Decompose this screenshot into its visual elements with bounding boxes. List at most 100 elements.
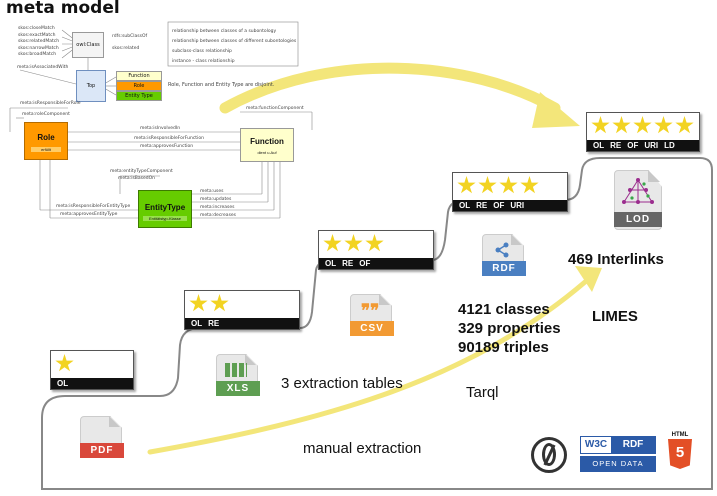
badge-four-uri: URI [510,201,525,210]
limes-label: LIMES [592,308,638,325]
top-item-function: Function [116,71,162,81]
badge-five-re: RE [610,141,622,150]
edge-label-approves-function: meta:approvesFunction [140,144,194,149]
star-icon [654,116,673,134]
badge-three-of: OF [359,259,371,268]
badge-one-star: OL [50,350,134,390]
legend-item-1: relationship between classes of a subont… [172,29,277,34]
skos-exact-label: skos:exactMatch [18,32,56,38]
lod-icon: LOD [614,170,662,234]
edge-label-approves-entity: meta:approvesEntityType [60,212,118,217]
legend-item-2: relationship between classes of differen… [172,39,297,44]
badge-two-stars [189,294,231,318]
entity-type-sub: Entitätstyp-Klasse [143,216,187,221]
pdf-icon: PDF [80,416,126,466]
triples-count: 90189 triples [458,339,549,356]
edge-label-resp-function: meta:isResponsibleForFunction [134,136,204,141]
top-item-entity: Entity Type [116,91,162,101]
edge-label-role-component: meta:roleComponent [22,112,70,117]
edge-label-involved: meta:isInvolvedIn [140,126,181,131]
legend-item-3: subclass-class relationship [172,49,232,54]
meta-model-edges [9,21,313,219]
role-node-label: Role [37,133,55,142]
badge-two-ol: OL [191,319,203,328]
w3c-rdf-text: RDF [611,437,655,453]
legend-item-4: instance - class relationship [172,59,235,64]
skos-broad-label: skos:broadMatch [18,52,57,58]
rdf-stats: 4121 classes 329 properties 90189 triple… [458,300,561,357]
badge-five-stars [591,116,696,140]
csv-icon: ❞❞ CSV [350,294,396,344]
disjoint-note: Role, Function and Entity Type are disjo… [168,82,275,88]
csv-tag: CSV [350,321,394,336]
owl-class-node: owl:Class [72,32,104,58]
star-icon [675,116,694,134]
star-icon [478,176,497,194]
badge-four-of: OF [493,201,505,210]
bottom-arrow-head [575,266,602,292]
edge-label-increases: meta:increases [200,205,235,210]
legend-labels: relationship between classes of a subont… [172,27,296,67]
associated-with-label: meta:isAssociatedWith [17,65,69,70]
public-domain-icon [531,437,567,473]
share-icon [495,242,509,258]
top-arrow-head [532,92,580,128]
star-icon [633,116,652,134]
xls-icon: XLS [216,354,262,404]
properties-count: 329 properties [458,320,561,337]
pdf-tag: PDF [80,443,124,458]
entity-type-node: EntityType Entitätstyp-Klasse [138,190,192,228]
html5-logo: HTML 5 [668,432,692,470]
edge-label-entity-component: meta:entityTypeComponent [110,169,173,174]
badge-three-ol: OL [325,259,337,268]
badge-one-strip: OL [51,378,133,389]
edge-label-resp-entity: meta:isResponsibleForEntityType [56,204,131,209]
star-icon [55,354,74,372]
edge-label-resp-role: meta:isResponsibleForRole [20,101,81,106]
skos-related-label-right: skos:related [112,46,140,51]
badge-four-stars [457,176,541,200]
classes-count: 4121 classes [458,301,550,318]
badge-five-of: OF [627,141,639,150]
lod-tag: LOD [614,212,662,227]
badge-three-stars [323,234,386,258]
star-icon [457,176,476,194]
function-node: Function dient u.Auf [240,128,294,162]
rdf-icon: RDF [482,234,528,284]
csv-quote-icon: ❞❞ [361,301,380,320]
star-icon [612,116,631,134]
edge-label-function-component: meta:functionComponent [246,106,304,111]
skos-narrow-label: skos:narrowMatch [18,45,59,51]
extraction-tables-label: 3 extraction tables [281,375,403,392]
star-icon [365,234,384,252]
rdf-fold [511,234,522,245]
edge-top-entity [103,87,117,96]
subclassof-label: rdfs:subClassOf [112,34,148,39]
star-icon [323,234,342,252]
skos-labels: skos:closeMatch skos:exactMatch skos:rel… [18,26,59,59]
role-node: Role erfüllt [24,122,68,160]
legend-frame [167,21,299,67]
star-icon [591,116,610,134]
entity-type-label: EntityType [144,203,186,212]
function-node-label: Function [250,137,284,146]
csv-fold [379,294,390,305]
lod-cloud-icon [622,178,654,204]
xls-grid [225,363,247,377]
role-node-sub: erfüllt [31,147,61,152]
badge-four-ol: OL [459,201,471,210]
badge-two-re: RE [208,319,220,328]
top-item-role: Role [116,81,162,91]
html5-shield: 5 [668,439,692,469]
w3c-rdf-logo: W3C RDF [580,436,656,454]
pdf-fold [109,416,120,427]
xls-tag: XLS [216,381,260,396]
edge-label-uses: meta:uses [200,189,224,194]
badge-two-strip: OL RE [185,318,299,329]
